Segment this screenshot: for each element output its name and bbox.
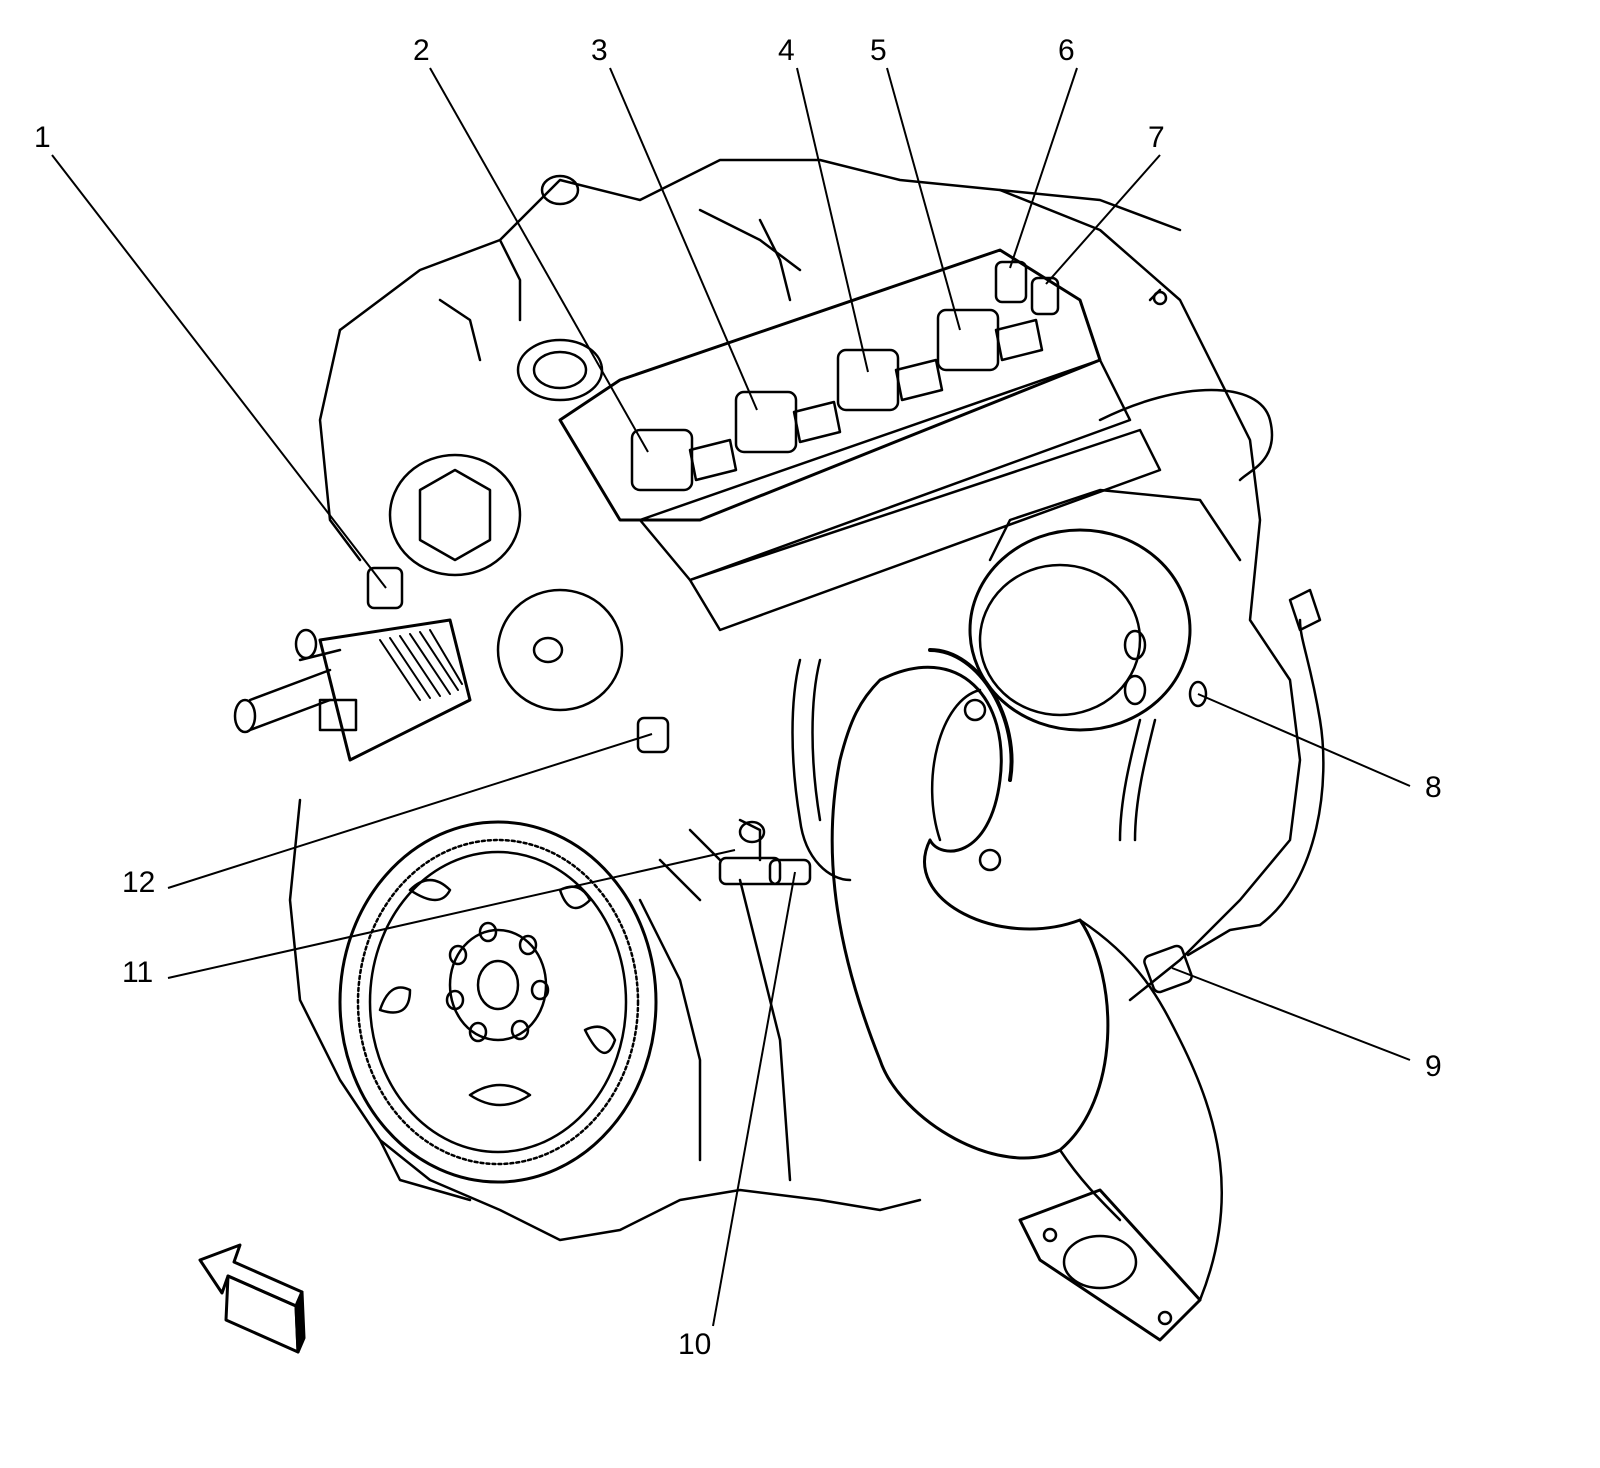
callout-label-1: 1 <box>34 121 51 154</box>
flywheel <box>338 820 658 1184</box>
callout-label-4: 4 <box>778 34 795 67</box>
callout-label-6: 6 <box>1058 34 1075 67</box>
ignition-coils <box>630 308 1044 492</box>
callout-label-8: 8 <box>1425 771 1442 804</box>
callout-label-9: 9 <box>1425 1050 1442 1083</box>
leader-line-8 <box>1197 693 1411 787</box>
callout-label-12: 12 <box>122 866 156 899</box>
leader-line-11 <box>167 849 736 979</box>
callout-label-10: 10 <box>678 1328 712 1361</box>
callout-label-5: 5 <box>870 34 887 67</box>
leader-lines <box>51 67 1411 1327</box>
leader-line-4 <box>796 67 869 373</box>
leader-line-3 <box>609 67 758 411</box>
front-direction-arrow-icon <box>198 1243 306 1354</box>
leader-line-10 <box>712 871 796 1327</box>
callout-label-2: 2 <box>413 34 430 67</box>
leader-line-7 <box>1045 154 1161 285</box>
leader-line-1 <box>51 154 387 589</box>
leader-line-6 <box>1009 67 1078 269</box>
callout-label-3: 3 <box>591 34 608 67</box>
leader-line-12 <box>167 733 653 889</box>
leader-line-9 <box>1171 967 1411 1061</box>
leader-line-2 <box>429 67 649 453</box>
callout-label-7: 7 <box>1148 121 1165 154</box>
engine-illustration <box>233 158 1325 1342</box>
callout-label-11: 11 <box>122 956 154 989</box>
leader-line-5 <box>886 67 961 331</box>
